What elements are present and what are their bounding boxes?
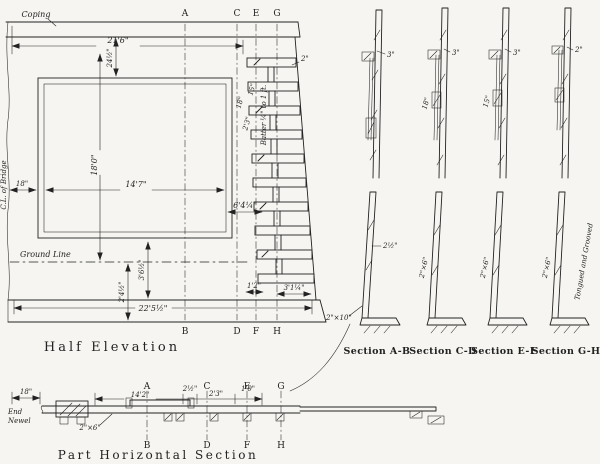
letter-f: F — [253, 327, 259, 337]
dim-panel-width: 14'7" — [125, 180, 146, 189]
wall-outline — [5, 21, 327, 323]
batter-label: Batter ¼" to 1 ft. — [260, 85, 268, 146]
plan-caption: Part Horizontal Section — [58, 448, 258, 462]
section-trace-lines — [184, 23, 278, 321]
section-ef-plank: 2"×6" — [479, 256, 491, 279]
plan-letter-d: D — [203, 441, 210, 451]
section-gh-note: Tongued and Grooved — [573, 222, 595, 301]
letter-c: C — [234, 9, 241, 19]
dim-step-18: 18" — [235, 96, 246, 110]
leader-to-plan — [289, 323, 351, 392]
plank-2x10-leader — [348, 305, 363, 317]
dim-step-thickness: 2" — [300, 55, 309, 63]
section-ab: 3" 2½" Section A-B — [344, 9, 411, 357]
section-ab-dim-mid: 2½" — [382, 242, 397, 250]
dim-coping-height: 24½" — [106, 49, 114, 69]
section-gh-plank: 2"×6" — [541, 256, 553, 279]
half-elevation-caption: Half Elevation — [44, 340, 180, 355]
plan-dim-d1: 2½" — [182, 385, 197, 393]
letter-e: E — [253, 9, 260, 19]
plank-2x10-label: 2"×10" — [325, 314, 352, 322]
coping-label: Coping — [22, 10, 51, 19]
section-gh-caption: Section G-H — [532, 346, 600, 357]
end-newel-label-1: End — [7, 408, 23, 416]
dim-mid-offset: 6'4¼" — [233, 201, 257, 210]
section-ab-caption: Section A-B — [344, 346, 411, 357]
centerline-label: C.L. of Bridge — [0, 160, 8, 209]
elevation-section-letters: A C E G B D F H — [181, 9, 281, 337]
wall-steps — [246, 57, 315, 284]
dim-step-15: 15" — [247, 83, 258, 97]
ground-line-label: Ground Line — [20, 250, 71, 259]
elevation-dimensions: 21'6" 18'0" 24½" 14'7" 18" 3'6½" 2'4½" 6… — [9, 25, 313, 321]
plan-letter-f: F — [244, 441, 250, 451]
plan-letter-h: H — [277, 441, 285, 451]
section-cd-dim-mid: 18" — [421, 97, 432, 111]
section-ef-dim-top: 3" — [513, 49, 521, 57]
letter-g: G — [273, 9, 280, 19]
plan-trace-lines — [146, 390, 282, 441]
section-cd-plank: 2"×6" — [418, 256, 430, 279]
plan-plank-label: 2"×6" — [78, 424, 100, 432]
letter-b: B — [182, 327, 189, 337]
dim-top-width: 21'6" — [106, 36, 128, 45]
section-ab-dim-top: 3" — [387, 51, 395, 59]
section-ef: 3" 15" 2"×6" Section E-F — [471, 7, 537, 357]
dim-panel-inset: 18" — [16, 180, 28, 188]
plan-dim-span: 14'2" — [131, 391, 150, 399]
wall-panel — [37, 77, 233, 239]
dim-below-panel: 3'6½" — [138, 260, 146, 281]
letter-h: H — [273, 327, 281, 337]
section-cd-dim-top: 3" — [452, 49, 460, 57]
plan-dimensions: 18" 14'2" 2½" 2'3" 1'0" 2"×6" — [11, 385, 263, 432]
letter-a: A — [181, 9, 189, 19]
plan-letter-c: C — [204, 382, 211, 392]
plan-wall — [40, 397, 445, 425]
dim-step-2-3: 2'3" — [241, 116, 253, 133]
plan-dim-left: 18" — [20, 388, 32, 396]
section-ef-dim-mid: 15" — [482, 95, 493, 109]
plan-letter-a: A — [143, 382, 151, 392]
plan-drawing: 18" 14'2" 2½" 2'3" 1'0" 2"×6" End Newel … — [7, 382, 445, 462]
plan-section-letters: A C E G B D F H — [143, 382, 285, 451]
plan-dim-d2: 2'3" — [208, 390, 223, 398]
section-gh: 2" 2"×6" Tongued and Grooved Section G-H — [532, 7, 600, 357]
plan-letter-b: B — [144, 441, 151, 451]
dim-wall-height: 18'0" — [90, 154, 99, 175]
plan-letter-g: G — [277, 382, 284, 392]
plan-dim-d3: 1'0" — [241, 385, 255, 393]
half-elevation-drawing: Ground Line 21'6" 18'0" 24½" 14'7" 18" 3… — [0, 9, 327, 355]
section-gh-dim-top: 2" — [574, 46, 583, 54]
letter-d: D — [233, 327, 240, 337]
end-newel-label-2: Newel — [7, 417, 31, 425]
dim-bottom-width: 22'5½" — [138, 304, 168, 313]
plan-letter-e: E — [244, 382, 251, 392]
section-cd-caption: Section C-D — [409, 346, 476, 357]
dim-footing-height: 2'4½" — [118, 282, 126, 304]
section-cd: 3" 18" 2"×6" Section C-D — [409, 7, 476, 357]
sections-drawing: 3" 2½" Section A-B 2"×10" 3" 18" — [289, 7, 600, 392]
section-ef-caption: Section E-F — [471, 346, 537, 357]
dim-toe-3-1: 3'1¼" — [284, 284, 305, 292]
dim-toe-1-2: 1'2" — [247, 282, 261, 290]
